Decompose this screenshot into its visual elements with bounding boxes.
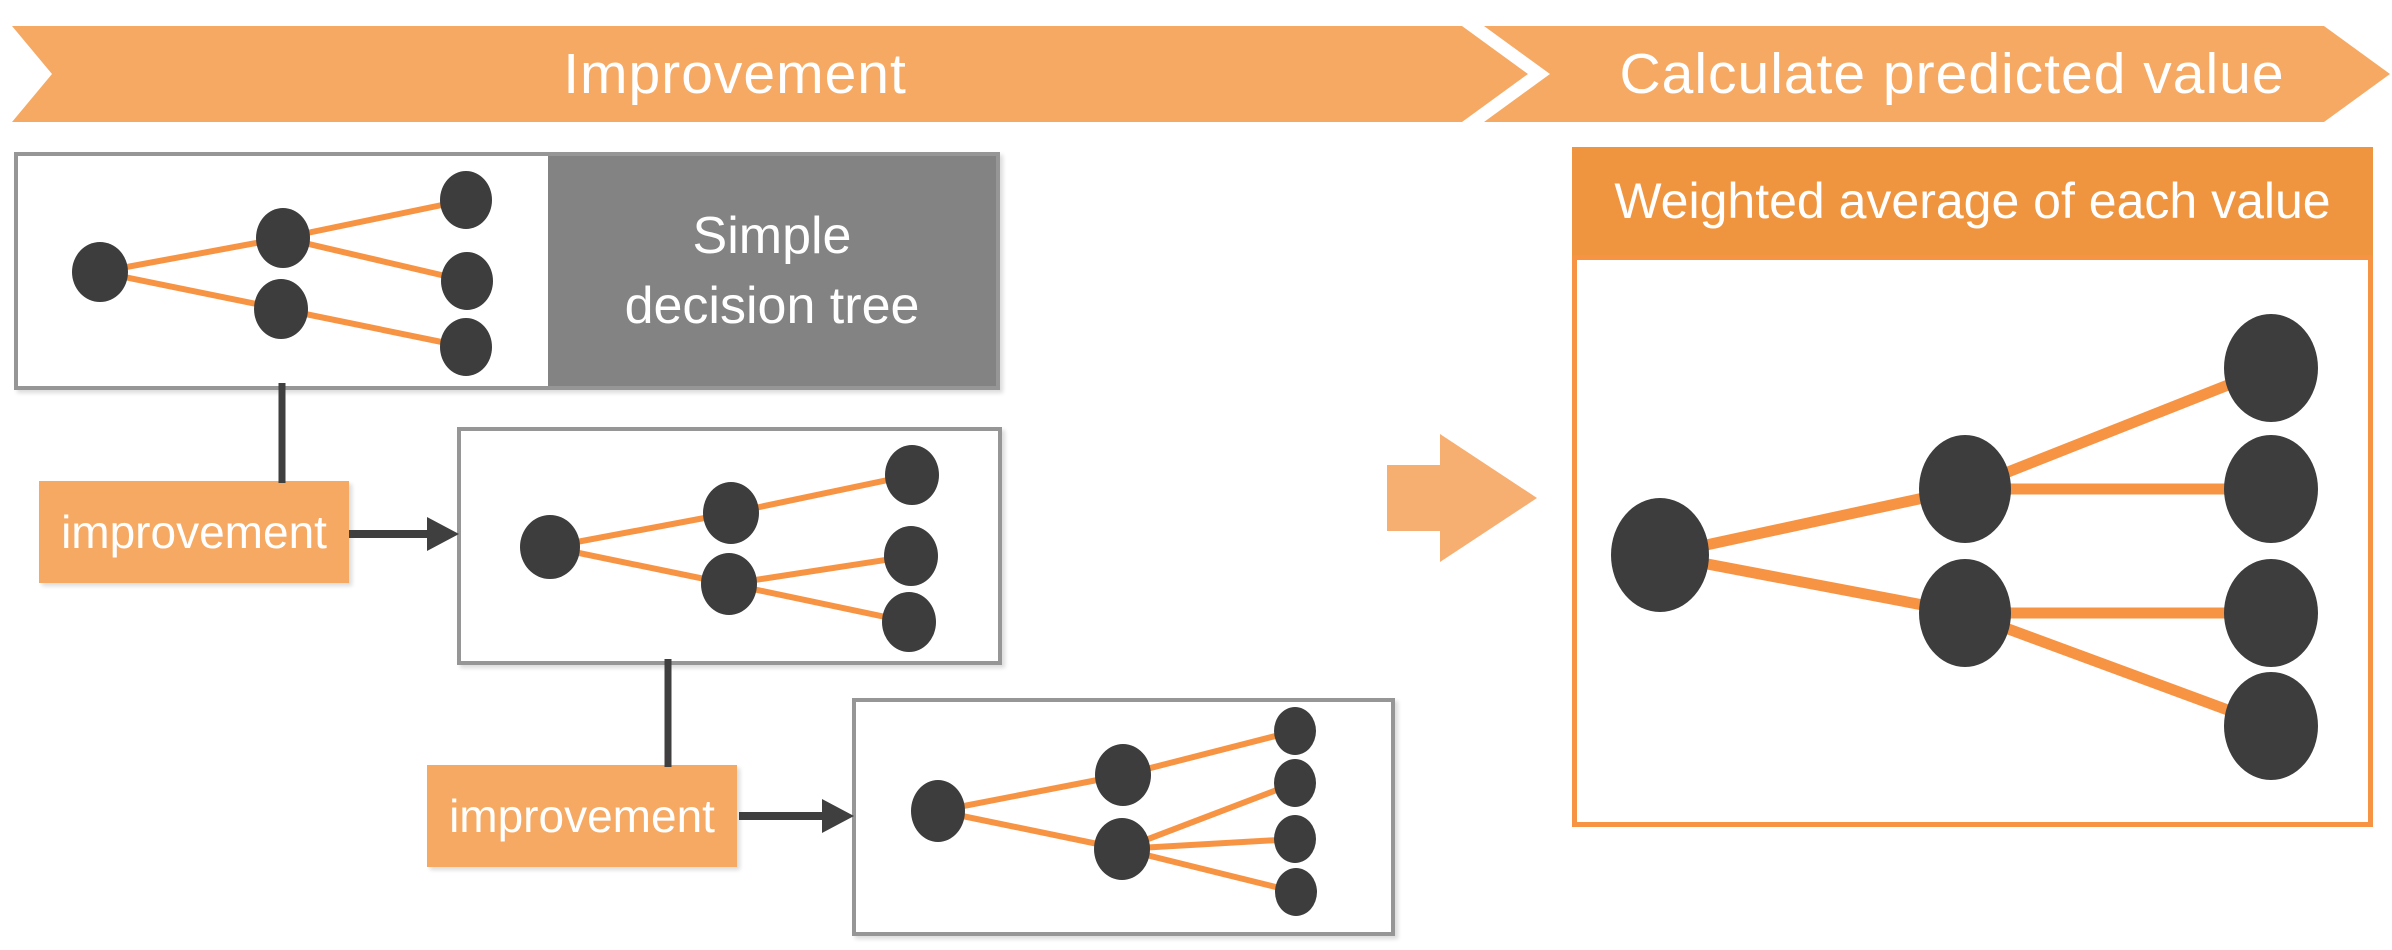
section-transition-arrow — [1387, 434, 1537, 562]
improvement-arrow-1-head — [427, 517, 459, 551]
simple-decision-tree-box: Simple decision tree — [14, 152, 1000, 390]
banner-calculate-predicted-value: Calculate predicted value — [1484, 26, 2390, 122]
weighted-average-header-label: Weighted average of each value — [1614, 173, 2331, 229]
banner-improvement-label: Improvement — [563, 42, 907, 106]
improved-tree-box-2 — [852, 698, 1395, 936]
weighted-average-header: Weighted average of each value — [1572, 147, 2373, 255]
improvement-arrow-2 — [739, 799, 854, 833]
banner-calculate-label: Calculate predicted value — [1619, 42, 2285, 106]
improvement-tag-2: improvement — [427, 765, 737, 867]
improvement-tag-1-label: improvement — [61, 506, 327, 558]
improved-tree-box-1 — [457, 427, 1002, 665]
improvement-tag-2-label: improvement — [449, 790, 715, 842]
improvement-arrow-2-head — [822, 799, 854, 833]
improvement-tag-1: improvement — [39, 481, 349, 583]
improvement-arrow-1 — [349, 517, 459, 551]
weighted-average-panel — [1572, 255, 2373, 827]
simple-decision-tree-label: Simple decision tree — [548, 156, 996, 386]
banner-improvement: Improvement — [12, 26, 1528, 122]
simple-label-line1: Simple — [692, 207, 852, 265]
simple-label-line2: decision tree — [624, 277, 920, 335]
